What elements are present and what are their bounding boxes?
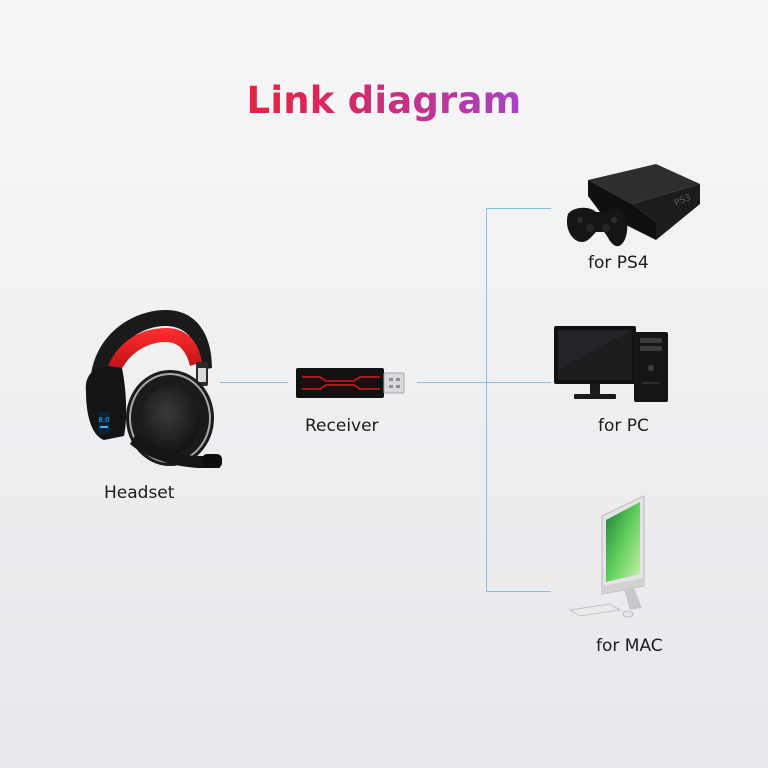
- mac-node: [568, 494, 654, 622]
- game-console-icon: PS3: [566, 164, 700, 247]
- receiver-label: Receiver: [305, 416, 379, 436]
- usb-receiver-icon: [296, 368, 405, 398]
- connector-trunk-ps4: [486, 208, 551, 209]
- connector-headset-receiver: [220, 382, 288, 383]
- ps4-node: PS3: [560, 162, 702, 250]
- diagram-title: Link diagram: [246, 79, 522, 122]
- headset-node: 8.0: [78, 306, 228, 474]
- headset-label: Headset: [104, 483, 175, 503]
- svg-text:8.0: 8.0: [98, 416, 109, 424]
- connector-trunk-mac: [486, 591, 551, 592]
- mac-label: for MAC: [596, 636, 663, 656]
- desktop-pc-icon: [554, 326, 668, 402]
- receiver-node: [296, 368, 406, 398]
- pc-label: for PC: [598, 416, 649, 436]
- headset-icon: 8.0: [85, 310, 222, 468]
- page-title: Link diagram: [0, 76, 768, 126]
- imac-icon: [568, 495, 645, 618]
- pc-node: [554, 326, 672, 406]
- connector-vertical-trunk: [486, 208, 487, 592]
- ps4-label: for PS4: [588, 253, 649, 273]
- connector-receiver-trunk: [417, 382, 551, 383]
